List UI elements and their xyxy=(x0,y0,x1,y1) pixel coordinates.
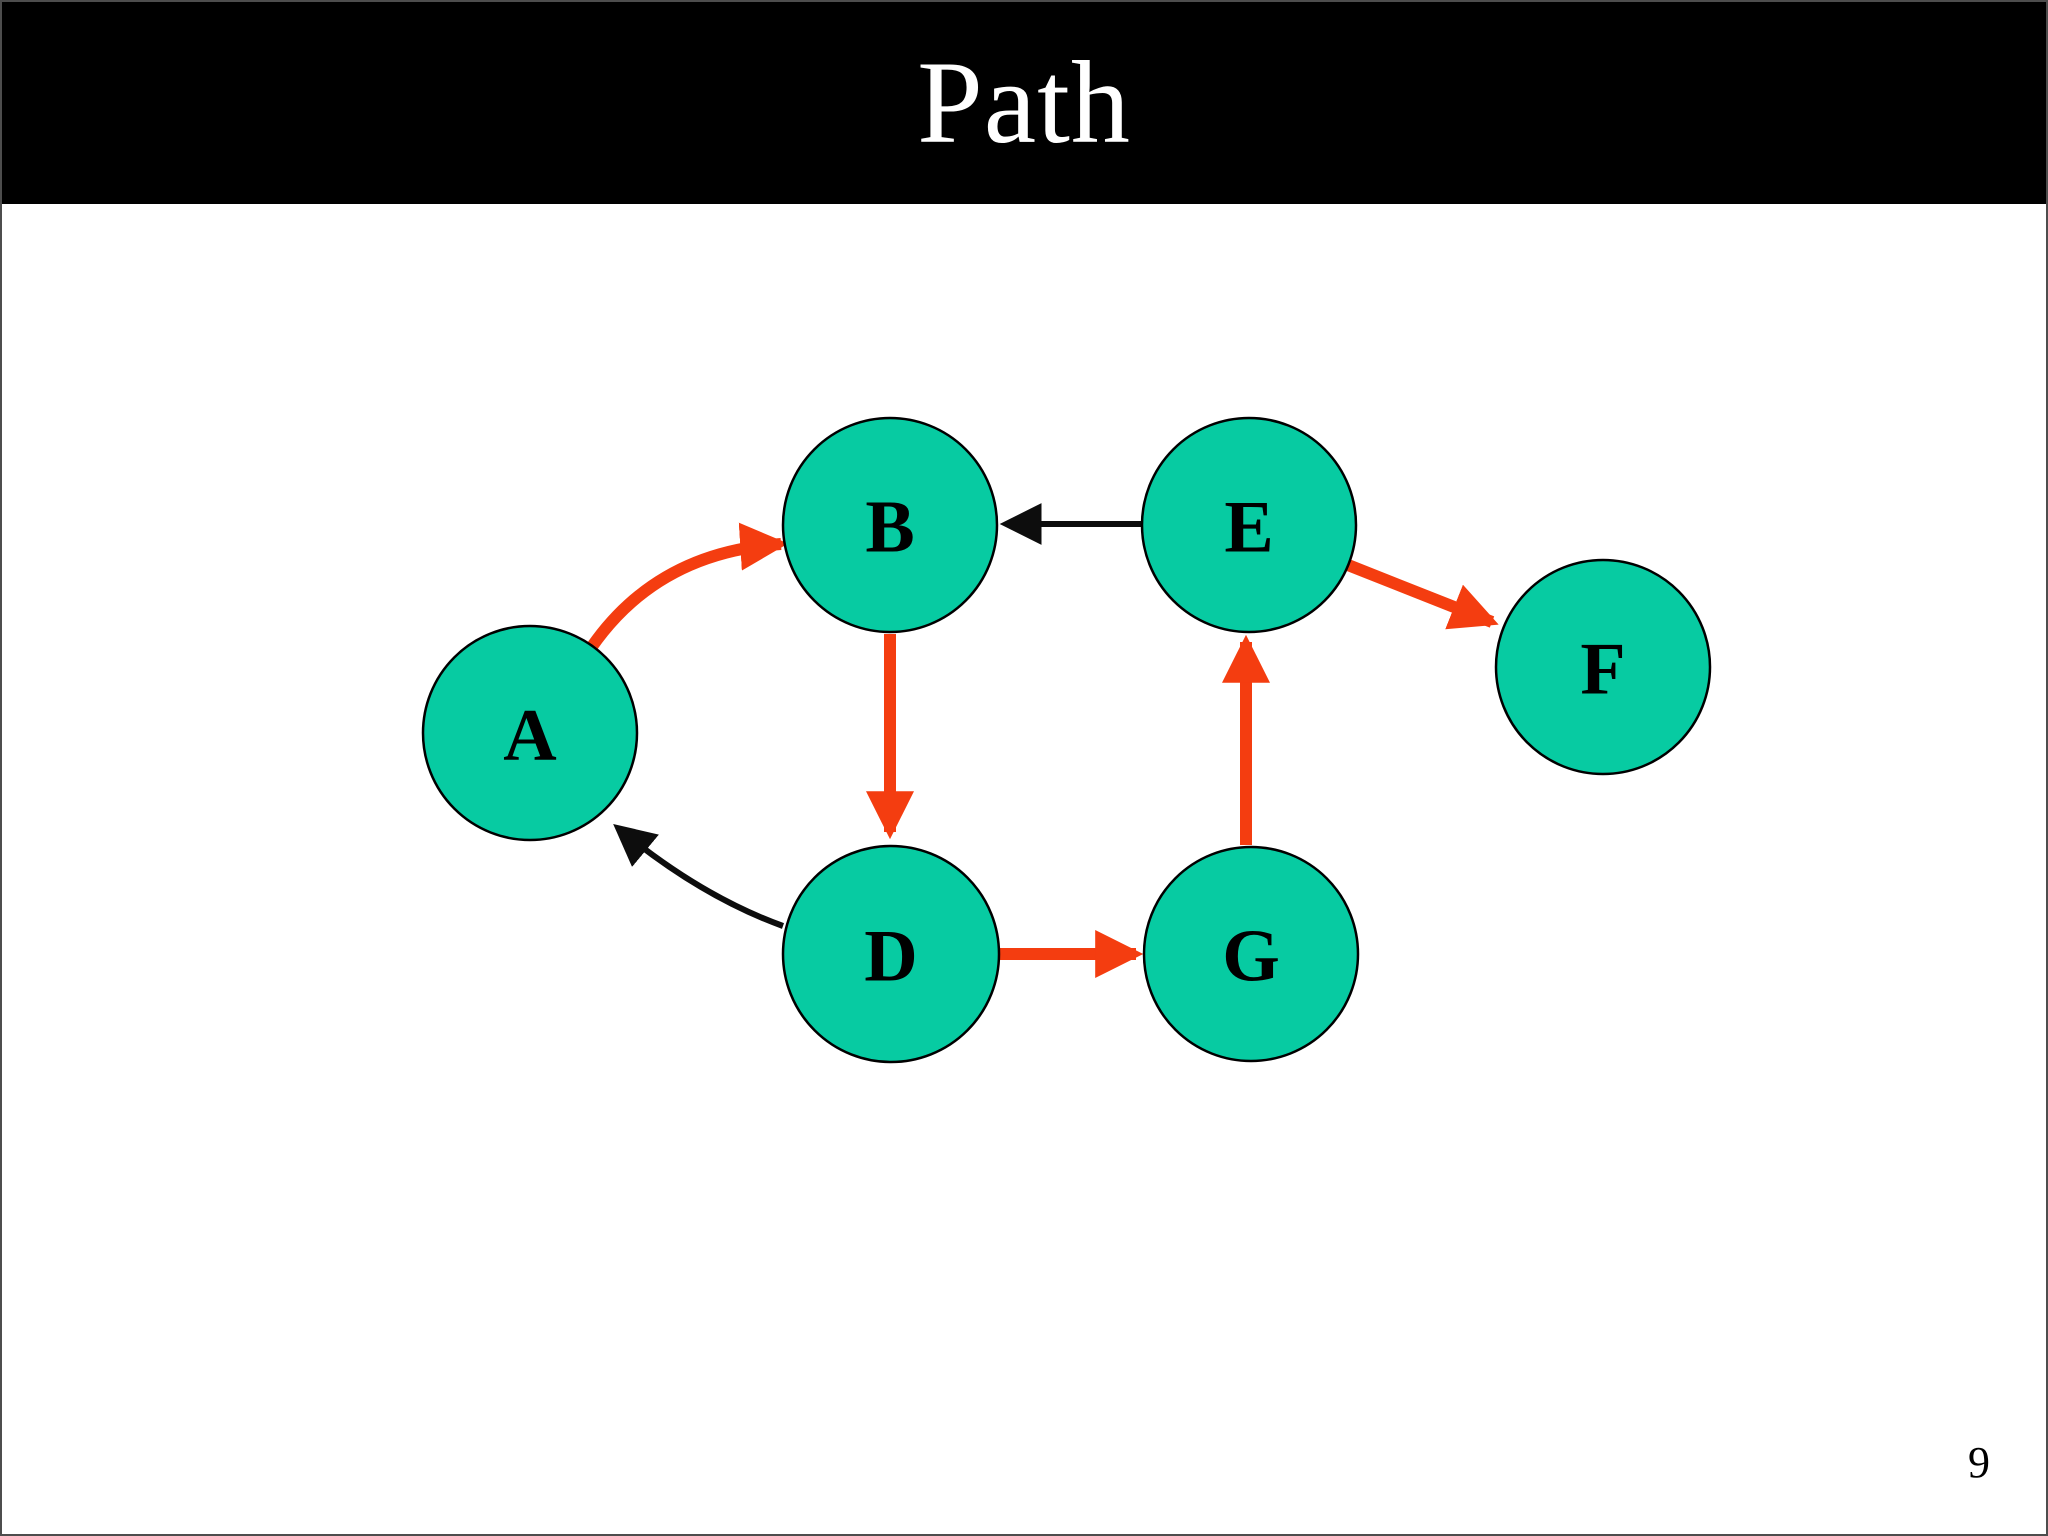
node-A-label: A xyxy=(503,695,556,777)
node-F-label: F xyxy=(1580,629,1625,711)
graph-diagram: A B D E G F xyxy=(421,416,1712,1064)
node-B: B xyxy=(781,416,999,634)
node-E-circle xyxy=(1140,416,1358,634)
node-B-label: B xyxy=(865,487,914,569)
edge-E-F xyxy=(1345,559,1499,630)
node-G-circle xyxy=(1142,845,1360,1063)
page-number: 9 xyxy=(1968,1438,1990,1487)
edge-D-A xyxy=(613,823,785,929)
node-G-label: G xyxy=(1222,916,1280,998)
node-F: F xyxy=(1494,558,1712,776)
node-G: G xyxy=(1142,845,1360,1063)
node-D-label: D xyxy=(864,916,917,998)
node-E-label: E xyxy=(1224,487,1273,569)
node-A-circle xyxy=(421,624,639,842)
node-A: A xyxy=(421,624,639,842)
node-D-circle xyxy=(781,844,1001,1064)
edge-A-B xyxy=(586,522,789,652)
diagram-canvas: A B D E G F xyxy=(2,204,2046,1534)
title-bar: Path xyxy=(2,2,2046,204)
node-D: D xyxy=(781,844,1001,1064)
node-E: E xyxy=(1140,416,1358,634)
slide-title: Path xyxy=(917,37,1131,168)
node-B-circle xyxy=(781,416,999,634)
node-F-circle xyxy=(1494,558,1712,776)
